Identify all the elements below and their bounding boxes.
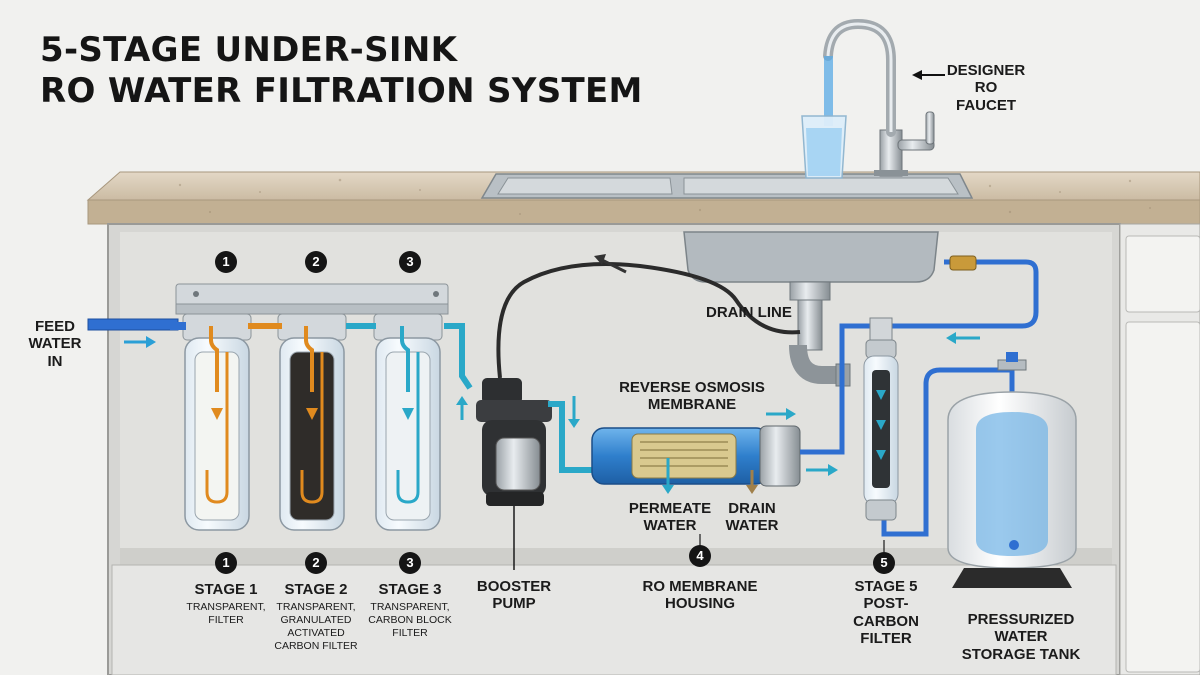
stage-3-badge: 3 — [399, 552, 421, 574]
product-water-lines — [800, 255, 1039, 537]
stage-1-title: STAGE 1 — [194, 581, 258, 598]
post-carbon-filter — [863, 317, 899, 521]
drain-line-hose — [496, 254, 801, 379]
storage-tank — [947, 352, 1077, 588]
water-glass — [801, 115, 847, 179]
filter-housing-stage-2 — [277, 313, 347, 531]
pump-to-membrane-pipe — [548, 401, 596, 473]
stage-1-top-badge: 1 — [215, 251, 237, 273]
permeate-water-label: PERMEATE WATER — [628, 500, 712, 535]
stage-2-desc: TRANSPARENT, GRANULATED ACTIVATED CARBON… — [274, 601, 358, 653]
booster-pump — [476, 378, 552, 570]
storage-tank-label: PRESSURIZED WATER STORAGE TANK — [961, 611, 1081, 663]
stage-3-top-badge: 3 — [399, 251, 421, 273]
stage-connectors — [170, 322, 473, 390]
flow-arrows — [456, 332, 980, 476]
stage-1-desc: TRANSPARENT, FILTER — [186, 601, 266, 627]
filter-housing-stage-1 — [182, 313, 252, 531]
ro-faucet — [823, 18, 935, 177]
designer-faucet-label: DESIGNER RO FAUCET — [946, 62, 1026, 114]
stage-3-desc: TRANSPARENT, CARBON BLOCK FILTER — [368, 601, 452, 640]
stage-5-badge: 5 — [873, 552, 895, 574]
drain-line-label: DRAIN LINE — [706, 304, 792, 321]
faucet-leader — [912, 70, 945, 80]
stage-2-title: STAGE 2 — [284, 581, 348, 598]
filter-housings — [182, 313, 443, 531]
stage-2-badge: 2 — [305, 552, 327, 574]
filter-bracket — [175, 283, 449, 315]
stage-2-top-badge: 2 — [305, 251, 327, 273]
stage-3-title: STAGE 3 — [378, 581, 442, 598]
sink-basin — [683, 231, 939, 301]
sink — [480, 173, 974, 199]
ro-membrane-label: REVERSE OSMOSIS MEMBRANE — [619, 379, 765, 414]
drain-water-label: DRAIN WATER — [725, 500, 779, 535]
stage-4-badge: 4 — [689, 545, 711, 567]
title-line-2: RO WATER FILTRATION SYSTEM — [40, 70, 643, 111]
filter-housing-stage-3 — [373, 313, 443, 531]
booster-pump-label: BOOSTER PUMP — [476, 578, 552, 613]
ro-membrane-housing-label: RO MEMBRANE HOUSING — [642, 578, 758, 613]
stage-1-badge: 1 — [215, 552, 237, 574]
stage-5-label: STAGE 5 POST-CARBON FILTER — [853, 578, 919, 647]
diagram-title: 5-STAGE UNDER-SINK RO WATER FILTRATION S… — [40, 30, 643, 112]
title-line-1: 5-STAGE UNDER-SINK — [40, 30, 458, 70]
ro-membrane-housing — [591, 425, 801, 494]
feed-water-label: FEED WATER IN — [28, 318, 82, 370]
